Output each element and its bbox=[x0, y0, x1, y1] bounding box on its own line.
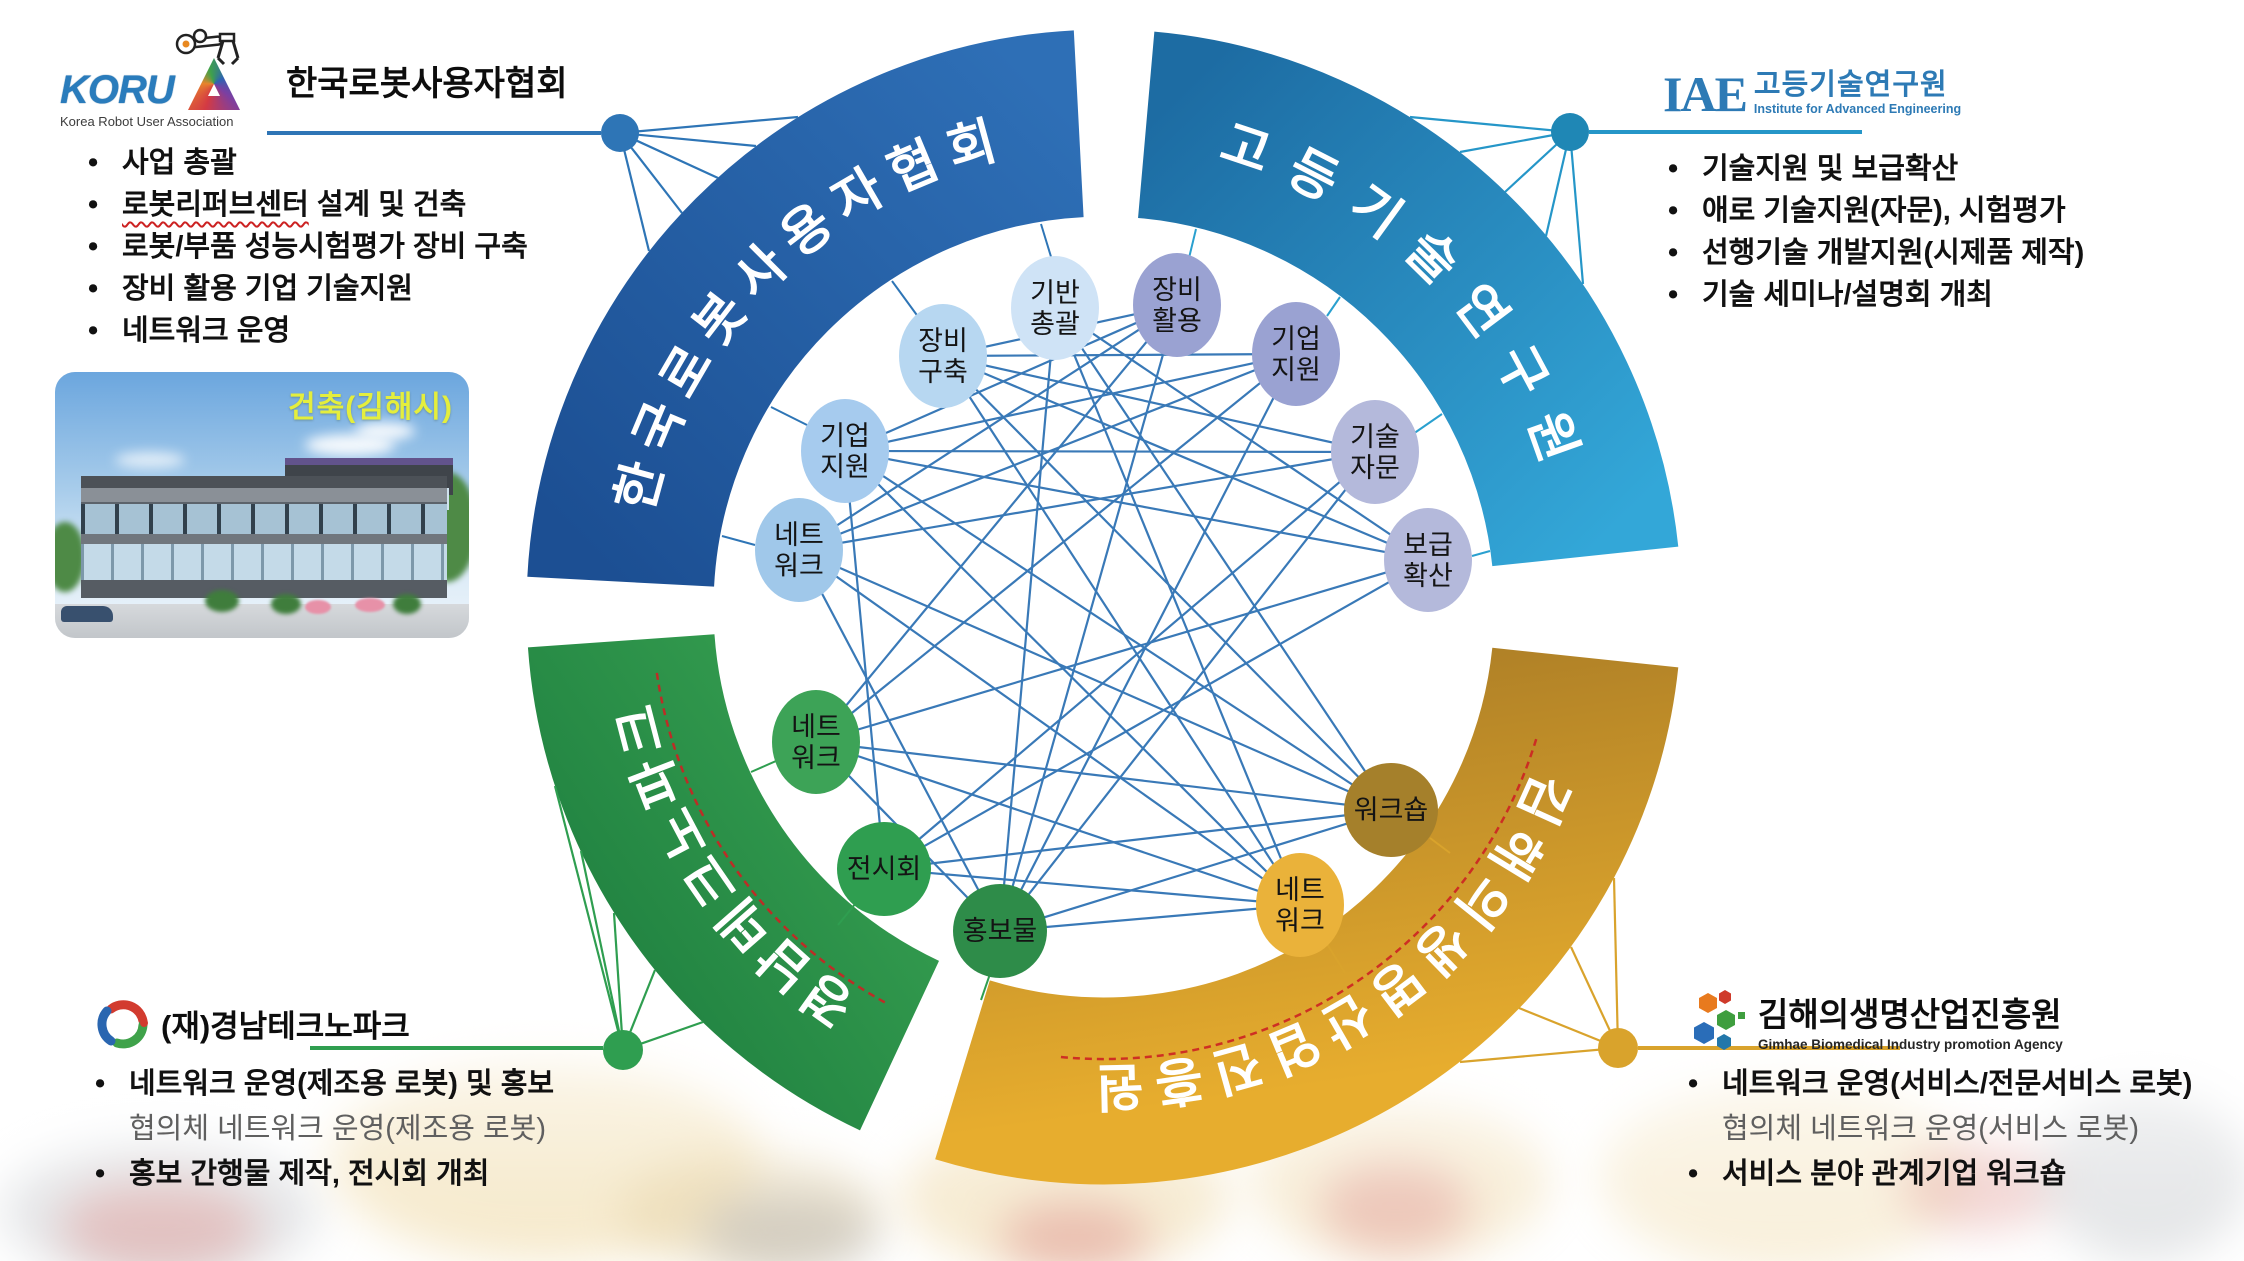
bullet-item: 홍보 간행물 제작, 전시회 개최 bbox=[95, 1152, 675, 1197]
node-gisul-jamun: 기술 자문 bbox=[1331, 400, 1419, 504]
node-bogeup-hwaksan: 보급 확산 bbox=[1384, 508, 1472, 612]
iae-name-kr: 고등기술연구원 bbox=[1753, 69, 1948, 101]
svg-text:지원: 지원 bbox=[1271, 355, 1321, 385]
svg-text:확산: 확산 bbox=[1403, 561, 1453, 591]
svg-text:홍보물: 홍보물 bbox=[963, 916, 1038, 946]
svg-text:기반: 기반 bbox=[1030, 278, 1080, 308]
connector-iae bbox=[1409, 113, 1862, 285]
bullet-item: 선행기술 개발지원(시제품 제작) bbox=[1668, 232, 2228, 274]
node-jeonsihoe: 전시회 bbox=[837, 822, 931, 916]
arc-gtp bbox=[527, 633, 941, 1131]
arc-korua bbox=[527, 30, 1085, 588]
bullet-item: 네트워크 운영 bbox=[88, 310, 578, 352]
building-caption: 건축(김해시) bbox=[288, 391, 453, 424]
svg-text:장비: 장비 bbox=[918, 326, 968, 356]
node-gieop-jiwon-right: 기업 지원 bbox=[1252, 302, 1340, 406]
svg-text:네트: 네트 bbox=[791, 712, 841, 742]
svg-text:워크: 워크 bbox=[774, 551, 824, 581]
korua-dot bbox=[601, 114, 639, 152]
node-hongbomul: 홍보물 bbox=[953, 884, 1047, 978]
network-nodes: 기반 총괄 장비 활용 장비 구축 기업 지원 기업 지원 bbox=[755, 253, 1472, 978]
iae-bullet-list: 기술지원 및 보급확산 애로 기술지원(자문), 시험평가 선행기술 개발지원(… bbox=[1668, 148, 2228, 316]
node-network-green: 네트 워크 bbox=[772, 690, 860, 794]
node-network-yellow: 네트 워크 bbox=[1256, 853, 1344, 957]
bullet-item: 네트워크 운영(서비스/전문서비스 로봇) bbox=[1688, 1062, 2244, 1107]
iae-dot bbox=[1551, 113, 1589, 151]
korua-bullet-list: 사업 총괄 로봇리퍼브센터 설계 및 건축 로봇/부품 성능시험평가 장비 구축… bbox=[88, 142, 578, 352]
svg-text:장비: 장비 bbox=[1152, 275, 1202, 305]
gbia-title: 김해의생명산업진흥원 bbox=[1758, 996, 2062, 1033]
bullet-item: 네트워크 운영(제조용 로봇) 및 홍보 bbox=[95, 1062, 675, 1107]
node-jangbi-guchuk: 장비 구축 bbox=[899, 304, 987, 408]
bullet-item: 서비스 분야 관계기업 워크숍 bbox=[1688, 1152, 2244, 1197]
bullet-subitem: 협의체 네트워크 운영(서비스 로봇) bbox=[1722, 1113, 2140, 1145]
building-facade bbox=[81, 458, 453, 598]
gbia-hex-icon bbox=[1694, 990, 1745, 1050]
gbia-bullet-list: 네트워크 운영(서비스/전문서비스 로봇) 협의체 네트워크 운영(서비스 로봇… bbox=[1688, 1062, 2244, 1197]
arc-gbia bbox=[935, 646, 1679, 1185]
arc-iae bbox=[1136, 31, 1679, 568]
korua-wordmark: KORU bbox=[60, 68, 175, 112]
svg-text:워크: 워크 bbox=[791, 743, 841, 773]
connector-korua bbox=[267, 114, 799, 252]
iae-logo-caption: Institute for Advanced Engineering bbox=[1753, 102, 1962, 116]
svg-text:구축: 구축 bbox=[918, 357, 968, 387]
korua-logo-caption: Korea Robot User Association bbox=[60, 114, 234, 129]
svg-text:전시회: 전시회 bbox=[847, 854, 922, 884]
bullet-item: 로봇/부품 성능시험평가 장비 구축 bbox=[88, 226, 578, 268]
node-jangbi-hwalyong: 장비 활용 bbox=[1133, 253, 1221, 357]
gtp-logo-block: (재)경남테크노파크 bbox=[95, 995, 410, 1051]
building-rendering: 건축(김해시) bbox=[55, 372, 469, 638]
bullet-item: 사업 총괄 bbox=[88, 142, 578, 184]
svg-text:총괄: 총괄 bbox=[1030, 309, 1080, 339]
svg-text:네트: 네트 bbox=[774, 520, 824, 550]
squiggle-underlines bbox=[655, 669, 1538, 1061]
bullet-subitem: 협의체 네트워크 운영(제조용 로봇) bbox=[129, 1113, 547, 1145]
korua-logo: KORU Korea Robot User Association bbox=[60, 28, 300, 129]
gbia-logo-block: 김해의생명산업진흥원 Gimhae Biomedical Industry pr… bbox=[1688, 988, 2063, 1054]
svg-text:활용: 활용 bbox=[1152, 306, 1202, 336]
gtp-title: (재)경남테크노파크 bbox=[161, 1008, 410, 1044]
svg-text:워크숍: 워크숍 bbox=[1354, 795, 1429, 825]
gbia-logo-caption: Gimhae Biomedical Industry promotion Age… bbox=[1758, 1037, 2063, 1052]
bullet-item: 기술지원 및 보급확산 bbox=[1668, 148, 2228, 190]
bullet-item: 기술 세미나/설명회 개최 bbox=[1668, 274, 2228, 316]
node-arc-stubs bbox=[721, 223, 1491, 1001]
svg-text:기술: 기술 bbox=[1350, 422, 1400, 452]
gbia-dot bbox=[1598, 1028, 1638, 1068]
bullet-item: 로봇리퍼브센터 설계 및 건축 bbox=[88, 184, 578, 226]
node-giban-chonggwal: 기반 총괄 bbox=[1011, 256, 1099, 360]
svg-text:보급: 보급 bbox=[1403, 530, 1453, 560]
svg-text:기업: 기업 bbox=[820, 421, 870, 451]
iae-logo: IAE 고등기술연구원 Institute for Advanced Engin… bbox=[1663, 66, 1962, 122]
gtp-bullet-list: 네트워크 운영(제조용 로봇) 및 홍보 협의체 네트워크 운영(제조용 로봇)… bbox=[95, 1062, 675, 1197]
node-workshop: 워크숍 bbox=[1344, 763, 1438, 857]
iae-wordmark: IAE bbox=[1663, 66, 1748, 122]
svg-text:네트: 네트 bbox=[1275, 875, 1325, 905]
ring-arcs bbox=[527, 30, 1679, 1185]
svg-text:기업: 기업 bbox=[1271, 324, 1321, 354]
robot-arm-icon bbox=[175, 28, 240, 66]
connector-gtp bbox=[310, 785, 704, 1070]
gtp-dot bbox=[603, 1030, 643, 1070]
svg-text:자문: 자문 bbox=[1350, 453, 1400, 483]
car bbox=[61, 606, 113, 622]
svg-text:지원: 지원 bbox=[820, 452, 870, 482]
node-network-left: 네트 워크 bbox=[755, 498, 843, 602]
node-gieop-jiwon-left: 기업 지원 bbox=[801, 399, 889, 503]
bullet-item: 애로 기술지원(자문), 시험평가 bbox=[1668, 190, 2228, 232]
korua-title: 한국로봇사용자협회 bbox=[286, 65, 568, 103]
gtp-swirl-icon bbox=[97, 1000, 148, 1049]
svg-text:워크: 워크 bbox=[1275, 906, 1325, 936]
connector-gbia bbox=[1459, 877, 1900, 1068]
bullet-item: 장비 활용 기업 기술지원 bbox=[88, 268, 578, 310]
